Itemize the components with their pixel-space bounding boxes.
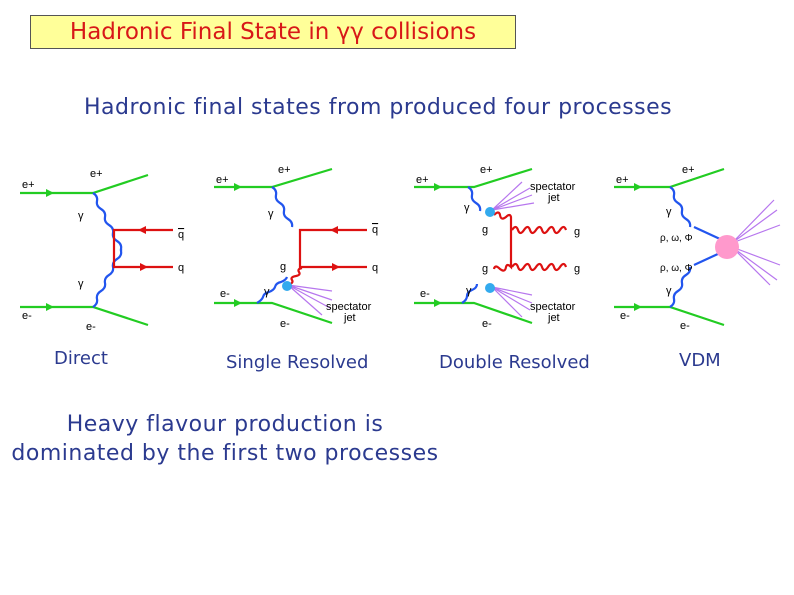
heavy-flavour-note: Heavy flavour production is dominated by… [0, 410, 450, 468]
label-e-minus-out: e- [680, 320, 690, 332]
photon-line-top [467, 186, 482, 212]
label-gamma-top: γ [268, 208, 274, 220]
label-g-top-left: g [482, 224, 488, 236]
proton-blob [282, 281, 292, 291]
proton-blob-bottom [485, 283, 495, 293]
electron-line-top [20, 173, 149, 195]
direct-diagram: e+ e+ e- e- γ γ q q [20, 168, 184, 333]
slide-title: Hadronic Final State in γγ collisions [69, 19, 477, 45]
spectator-jet-lines-bottom [491, 286, 533, 318]
label-g: g [280, 261, 286, 273]
label-double-resolved: Double Resolved [439, 352, 590, 373]
label-g-bottom-right: g [574, 263, 580, 275]
label-q: q [178, 262, 184, 274]
note-line-2: dominated by the first two processes [11, 441, 439, 466]
electron-line-top [414, 167, 533, 189]
label-vdm: VDM [679, 350, 721, 371]
subtitle: Hadronic final states from produced four… [84, 95, 673, 120]
label-e-plus-out: e+ [480, 164, 493, 176]
label-e-minus-out: e- [482, 318, 492, 330]
label-e-minus-out: e- [86, 321, 96, 333]
electron-line-bottom [214, 301, 333, 325]
label-g-top-right: g [574, 226, 580, 238]
single-resolved-diagram: e+ e+ e- e- γ γ g q q spectator jet [214, 164, 378, 330]
photon-line-top [669, 186, 692, 228]
electron-line-bottom [20, 305, 149, 327]
spectator-jet-lines-top [491, 181, 535, 211]
gluon-line [287, 266, 303, 287]
quark-line [298, 228, 367, 269]
spectator-jet-lines [287, 284, 333, 316]
label-qbar: q [178, 229, 184, 241]
hadron-jet-lines [731, 199, 781, 286]
electron-line-bottom [414, 301, 533, 325]
proton-blob-top [485, 207, 495, 217]
label-e-plus-in: e+ [416, 174, 429, 186]
label-single-resolved: Single Resolved [226, 352, 369, 373]
electron-line-top [614, 167, 725, 189]
label-gamma-top: γ [78, 210, 84, 222]
label-g-bottom-left: g [482, 263, 488, 275]
label-e-minus-in: e- [22, 310, 32, 322]
electron-line-bottom [614, 305, 725, 327]
label-vector-mesons-top: ρ, ω, Φ [660, 233, 693, 244]
vdm-blob [715, 235, 739, 259]
label-gamma-bottom: γ [466, 285, 472, 297]
note-line-1: Heavy flavour production is [66, 412, 384, 437]
gluon-line-exchange [492, 211, 513, 272]
label-jet-top: jet [547, 192, 560, 204]
photon-line-bottom [256, 276, 289, 304]
label-spectator: spectator [326, 301, 372, 313]
label-e-minus-in: e- [620, 310, 630, 322]
label-e-minus-in: e- [220, 288, 230, 300]
label-e-plus-in: e+ [616, 174, 629, 186]
photon-line-bottom [461, 283, 479, 304]
photon-line-top [271, 186, 294, 228]
label-e-plus-in: e+ [22, 179, 35, 191]
label-direct: Direct [54, 348, 108, 369]
label-spectator-bottom: spectator [530, 301, 576, 313]
gluon-line-bottom [511, 262, 568, 272]
label-gamma-top: γ [464, 202, 470, 214]
title-box: Hadronic Final State in γγ collisions [30, 15, 516, 49]
label-vector-mesons-bottom: ρ, ω, Φ [660, 263, 693, 274]
label-qbar: q [372, 224, 378, 236]
label-jet: jet [343, 312, 356, 324]
vector-meson-line-top [693, 226, 721, 240]
electron-line-top [214, 167, 333, 189]
photon-line-bottom [669, 266, 692, 308]
photon-line-top [92, 192, 123, 251]
label-e-plus-out: e+ [682, 164, 695, 176]
label-jet-bottom: jet [547, 312, 560, 324]
label-e-plus-out: e+ [278, 164, 291, 176]
double-resolved-diagram: e+ e+ e- e- γ γ g g g g spectator jet sp… [414, 164, 580, 330]
label-q: q [372, 262, 378, 274]
gluon-line-top [511, 225, 568, 235]
label-gamma-bottom: γ [264, 286, 270, 298]
label-gamma-bottom: γ [78, 278, 84, 290]
quark-line [112, 228, 173, 269]
label-e-minus-in: e- [420, 288, 430, 300]
label-e-plus-in: e+ [216, 174, 229, 186]
label-gamma-top: γ [666, 206, 672, 218]
photon-line-bottom [92, 249, 123, 308]
label-e-plus-out: e+ [90, 168, 103, 180]
label-e-minus-out: e- [280, 318, 290, 330]
vdm-diagram: e+ e+ e- e- γ γ ρ, ω, Φ ρ, ω, Φ [614, 164, 781, 332]
label-gamma-bottom: γ [666, 285, 672, 297]
vector-meson-line-bottom [693, 252, 721, 266]
label-spectator-top: spectator [530, 181, 576, 193]
